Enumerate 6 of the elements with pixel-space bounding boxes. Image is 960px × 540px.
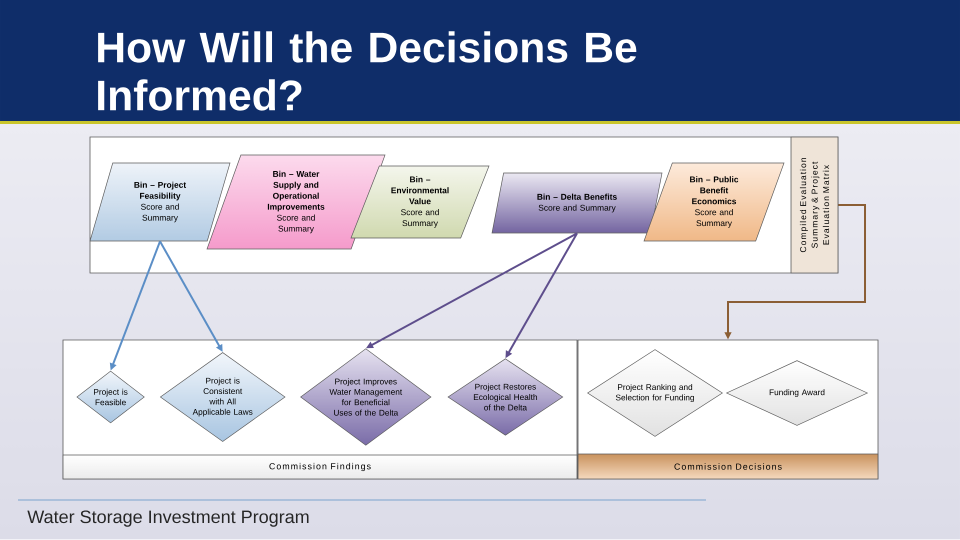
caption-band: Commission Findings	[62, 454, 578, 480]
side-label: Compiled Evaluation Summary & Project Evaluation Matrix	[790, 136, 838, 274]
parallelogram-box: Bin – Delta Benefits Score and Summary	[492, 172, 662, 234]
title: How Will the Decisions Be Informed?	[98, 31, 636, 111]
footer-text: Water Storage Investment Program	[27, 510, 308, 527]
caption-band: Commission Decisions	[578, 454, 878, 480]
